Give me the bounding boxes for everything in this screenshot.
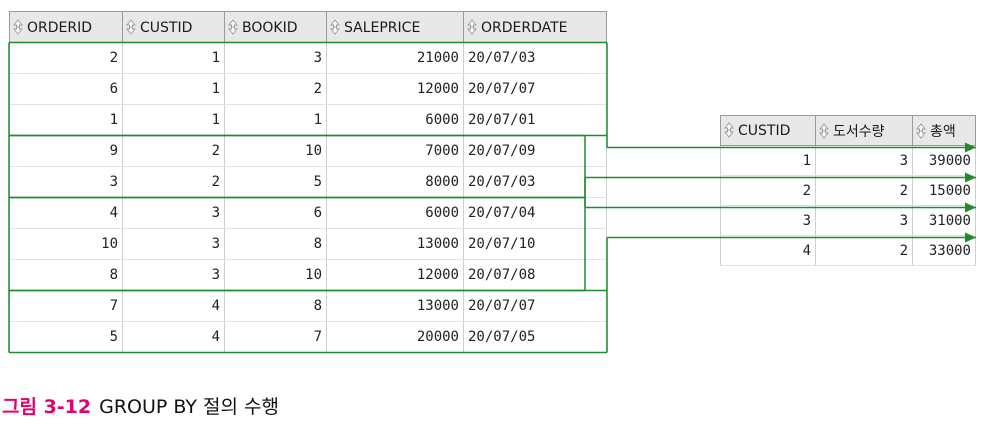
table-cell: 1 [9,104,123,136]
figure-caption: 그림 3-12 GROUP BY 절의 수행 [2,392,279,419]
table-cell: 20/07/07 [463,290,607,322]
table-cell: 5 [9,321,123,353]
table-cell: 12000 [326,73,464,105]
table-cell: 2 [9,42,123,74]
table-cell: 20/07/09 [463,135,607,167]
table-cell: 6000 [326,104,464,136]
table-cell: 2 [224,73,327,105]
table-cell: 2 [122,135,225,167]
table-cell: 8 [224,228,327,260]
table-cell: 7 [224,321,327,353]
column-header[interactable]: 도서수량 [815,115,913,146]
table-cell: 3 [122,228,225,260]
table-cell: 20/07/07 [463,73,607,105]
table-cell: 21000 [326,42,464,74]
column-header-label: 총액 [930,123,956,140]
table-cell: 6 [224,197,327,229]
table-cell: 3 [720,205,816,236]
table-cell: 7 [9,290,123,322]
table-cell: 1 [122,104,225,136]
table-cell: 1 [720,145,816,176]
table-cell: 20/07/04 [463,197,607,229]
table-cell: 20000 [326,321,464,353]
table-cell: 1 [224,104,327,136]
table-cell: 1 [122,42,225,74]
column-header-label: CUSTID [738,123,791,139]
arrow-head [965,172,976,183]
table-cell: 10 [224,259,327,291]
table-cell: 20/07/03 [463,166,607,198]
table-cell: 20/07/10 [463,228,607,260]
column-header-label: CUSTID [140,19,193,36]
arrow-head [965,232,976,243]
column-header-label: BOOKID [242,19,298,36]
column-header[interactable]: ORDERDATE [463,11,607,43]
table-cell: 20/07/03 [463,42,607,74]
table-cell: 4 [9,197,123,229]
table-cell: 3 [9,166,123,198]
table-cell: 2 [720,175,816,206]
table-cell: 1 [122,73,225,105]
column-header-label: 도서수량 [833,123,885,140]
table-cell: 13000 [326,290,464,322]
column-header[interactable]: ORDERID [9,11,123,43]
table-cell: 20/07/05 [463,321,607,353]
table-cell: 6 [9,73,123,105]
table-cell: 8 [224,290,327,322]
table-cell: 20/07/01 [463,104,607,136]
column-header-label: SALEPRICE [344,19,421,36]
column-header-label: ORDERDATE [481,19,568,36]
table-cell: 9 [9,135,123,167]
summary-table-header: CUSTID 도서수량 총액 [720,115,976,146]
figure-number: 그림 3-12 [2,396,92,418]
column-header[interactable]: 총액 [912,115,976,146]
arrow-head [965,142,976,153]
table-cell: 20/07/08 [463,259,607,291]
arrow-head [965,202,976,213]
table-cell: 7000 [326,135,464,167]
table-cell: 8000 [326,166,464,198]
table-cell: 3 [815,205,913,236]
column-header-label: ORDERID [27,19,93,36]
table-cell: 2 [815,175,913,206]
table-cell: 12000 [326,259,464,291]
table-cell: 3 [122,197,225,229]
table-cell: 31000 [912,205,976,236]
orders-table-header: ORDERID CUSTID BOOKID SALEPRICE ORDERDATE [9,11,607,43]
table-cell: 15000 [912,175,976,206]
column-header[interactable]: CUSTID [720,115,816,146]
table-cell: 4 [122,290,225,322]
table-cell: 3 [224,42,327,74]
table-cell: 2 [815,235,913,266]
table-cell: 4 [720,235,816,266]
figure-title: GROUP BY 절의 수행 [99,396,280,418]
table-cell: 10 [9,228,123,260]
table-cell: 3 [815,145,913,176]
column-header[interactable]: SALEPRICE [326,11,464,43]
table-cell: 13000 [326,228,464,260]
table-cell: 6000 [326,197,464,229]
table-cell: 10 [224,135,327,167]
